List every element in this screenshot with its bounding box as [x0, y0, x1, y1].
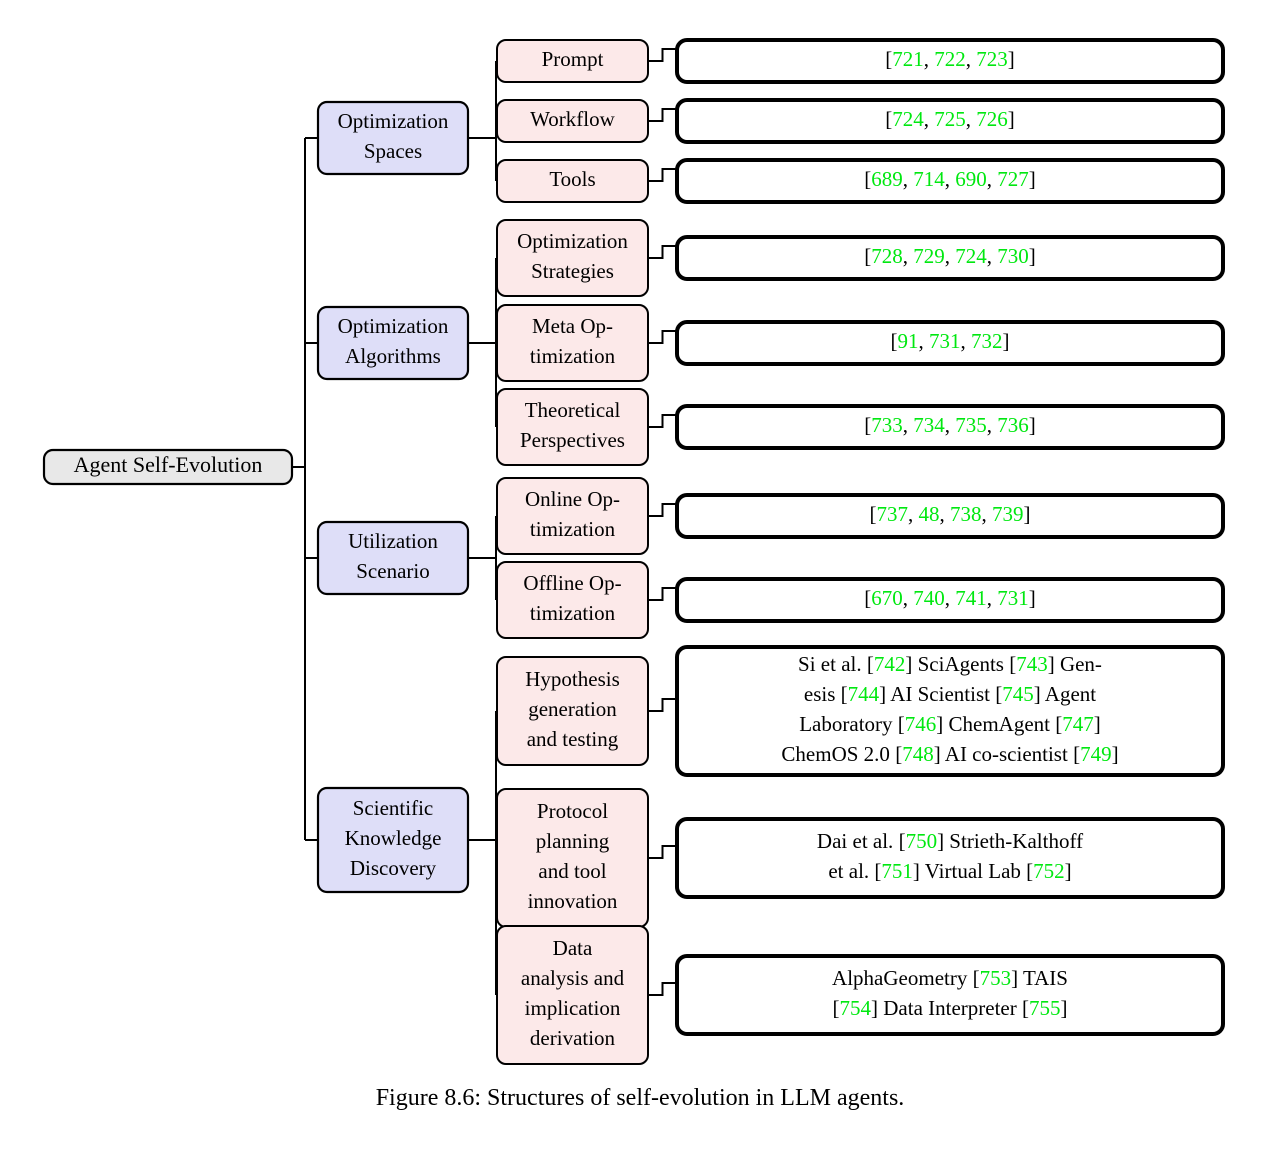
citation-box-offline-optimization[interactable] — [675, 577, 1225, 623]
citation-text-offline-optimization: [670, 740, 741, 731] — [864, 586, 1036, 610]
citation-text-hypothesis-generation-and-testing: Si et al. [742] SciAgents [743] Gen-esis… — [781, 652, 1118, 766]
node-label-workflow: Workflow — [530, 107, 615, 131]
citation-text-workflow: [724, 725, 726] — [885, 107, 1015, 131]
citation-box-online-optimization[interactable] — [675, 493, 1225, 539]
connector-step-online-optimization — [648, 503, 677, 517]
citation-box-prompt[interactable] — [675, 38, 1225, 84]
citation-text-data-analysis-and-implication-derivation: AlphaGeometry [753] TAIS[754] Data Inter… — [832, 966, 1068, 1020]
node-online-optimization[interactable] — [496, 477, 649, 555]
citation-text-prompt: [721, 722, 723] — [885, 47, 1015, 71]
citation-text-online-optimization: [737, 48, 738, 739] — [870, 502, 1031, 526]
citation-box-workflow[interactable] — [675, 98, 1225, 144]
connector-step-workflow — [648, 108, 677, 122]
figure-caption: Figure 8.6: Structures of self-evolution… — [375, 1085, 905, 1111]
node-scientific-knowledge-discovery[interactable] — [316, 786, 470, 894]
citation-text-tools: [689, 714, 690, 727] — [864, 167, 1036, 191]
connector-step-offline-optimization — [648, 587, 677, 601]
citation-box-optimization-strategies[interactable] — [675, 235, 1225, 281]
node-label-meta-optimization: Meta Op-timization — [530, 314, 616, 368]
connector-step-hypothesis-generation-and-testing — [648, 698, 677, 712]
citation-box-hypothesis-generation-and-testing[interactable] — [675, 645, 1225, 777]
node-prompt[interactable] — [496, 39, 649, 83]
citation-text-optimization-strategies: [728, 729, 724, 730] — [864, 244, 1036, 268]
node-label-online-optimization: Online Op-timization — [525, 487, 620, 541]
citation-text-meta-optimization: [91, 731, 732] — [891, 329, 1010, 353]
node-workflow[interactable] — [496, 99, 649, 143]
connector-step-data-analysis-and-implication-derivation — [648, 982, 677, 996]
node-offline-optimization[interactable] — [496, 561, 649, 639]
node-optimization-spaces[interactable] — [316, 100, 470, 176]
connector-step-prompt — [648, 48, 677, 62]
connector-step-meta-optimization — [648, 330, 677, 344]
node-utilization-scenario[interactable] — [316, 520, 470, 596]
node-label-root: Agent Self-Evolution — [74, 452, 263, 477]
node-data-analysis-and-implication-derivation[interactable] — [496, 925, 649, 1065]
node-tools[interactable] — [496, 159, 649, 203]
citation-box-protocol-planning-and-tool-innovation[interactable] — [675, 817, 1225, 899]
citation-box-data-analysis-and-implication-derivation[interactable] — [675, 954, 1225, 1036]
node-theoretical-perspectives[interactable] — [496, 388, 649, 466]
citation-text-theoretical-perspectives: [733, 734, 735, 736] — [864, 413, 1036, 437]
connector-step-protocol-planning-and-tool-innovation — [648, 845, 677, 859]
citation-box-tools[interactable] — [675, 158, 1225, 204]
node-label-prompt: Prompt — [542, 47, 604, 71]
node-label-offline-optimization: Offline Op-timization — [523, 571, 621, 625]
node-meta-optimization[interactable] — [496, 304, 649, 382]
connector-step-optimization-strategies — [648, 245, 677, 259]
connector-step-theoretical-perspectives — [648, 414, 677, 428]
citation-box-theoretical-perspectives[interactable] — [675, 404, 1225, 450]
citation-box-meta-optimization[interactable] — [675, 320, 1225, 366]
node-root[interactable] — [42, 448, 294, 486]
node-optimization-strategies[interactable] — [496, 219, 649, 297]
node-hypothesis-generation-and-testing[interactable] — [496, 656, 649, 766]
node-label-tools: Tools — [549, 167, 595, 191]
node-optimization-algorithms[interactable] — [316, 305, 470, 381]
connector-step-tools — [648, 168, 677, 182]
